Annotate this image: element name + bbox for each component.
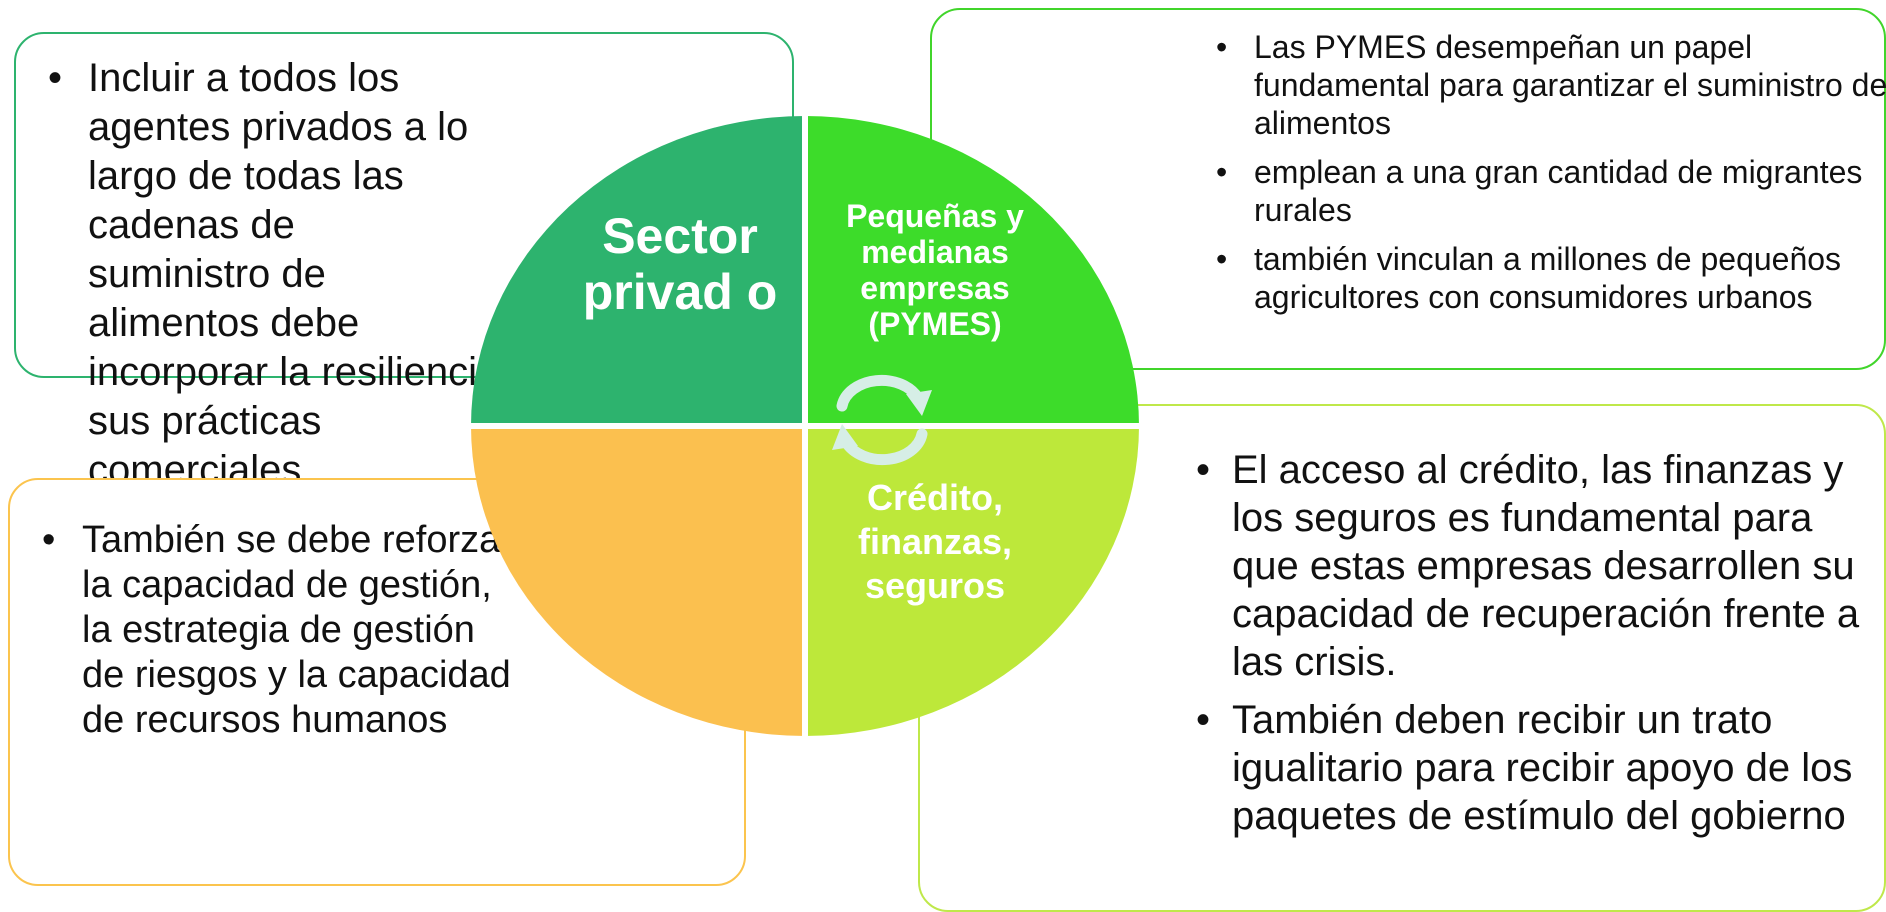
bullet-item: emplean a una gran cantidad de migrantes… [1202,153,1886,229]
text-box-top-right: Las PYMES desempeñan un papel fundamenta… [930,8,1886,370]
label-sector-privado: Sector privad o [582,208,778,320]
bullet-list-top-left: Incluir a todos los agentes privados a l… [32,54,487,495]
text-box-bottom-right: El acceso al crédito, las finanzas y los… [918,404,1886,912]
text-box-bottom-left: También se debe reforzar la capacidad de… [8,478,746,886]
text-box-top-left: Incluir a todos los agentes privados a l… [14,32,794,492]
bullet-item: El acceso al crédito, las finanzas y los… [1182,446,1882,686]
bullet-list-top-right: Las PYMES desempeñan un papel fundamenta… [1202,28,1886,327]
bullet-list-bottom-right: El acceso al crédito, las finanzas y los… [1182,446,1882,850]
label-pymes: Pequeñas y medianas empresas (PYMES) [846,198,1024,342]
bullet-list-bottom-left: También se debe reforzar la capacidad de… [26,518,526,743]
cycle-arrows-icon [832,374,932,466]
label-credito: Crédito, finanzas, seguros [857,477,1013,606]
bullet-item: También deben recibir un trato igualitar… [1182,696,1882,840]
bullet-item: Las PYMES desempeñan un papel fundamenta… [1202,28,1886,142]
bullet-item: También se debe reforzar la capacidad de… [26,518,526,743]
bullet-item: también vinculan a millones de pequeños … [1202,240,1886,316]
bullet-item: Incluir a todos los agentes privados a l… [32,54,487,495]
